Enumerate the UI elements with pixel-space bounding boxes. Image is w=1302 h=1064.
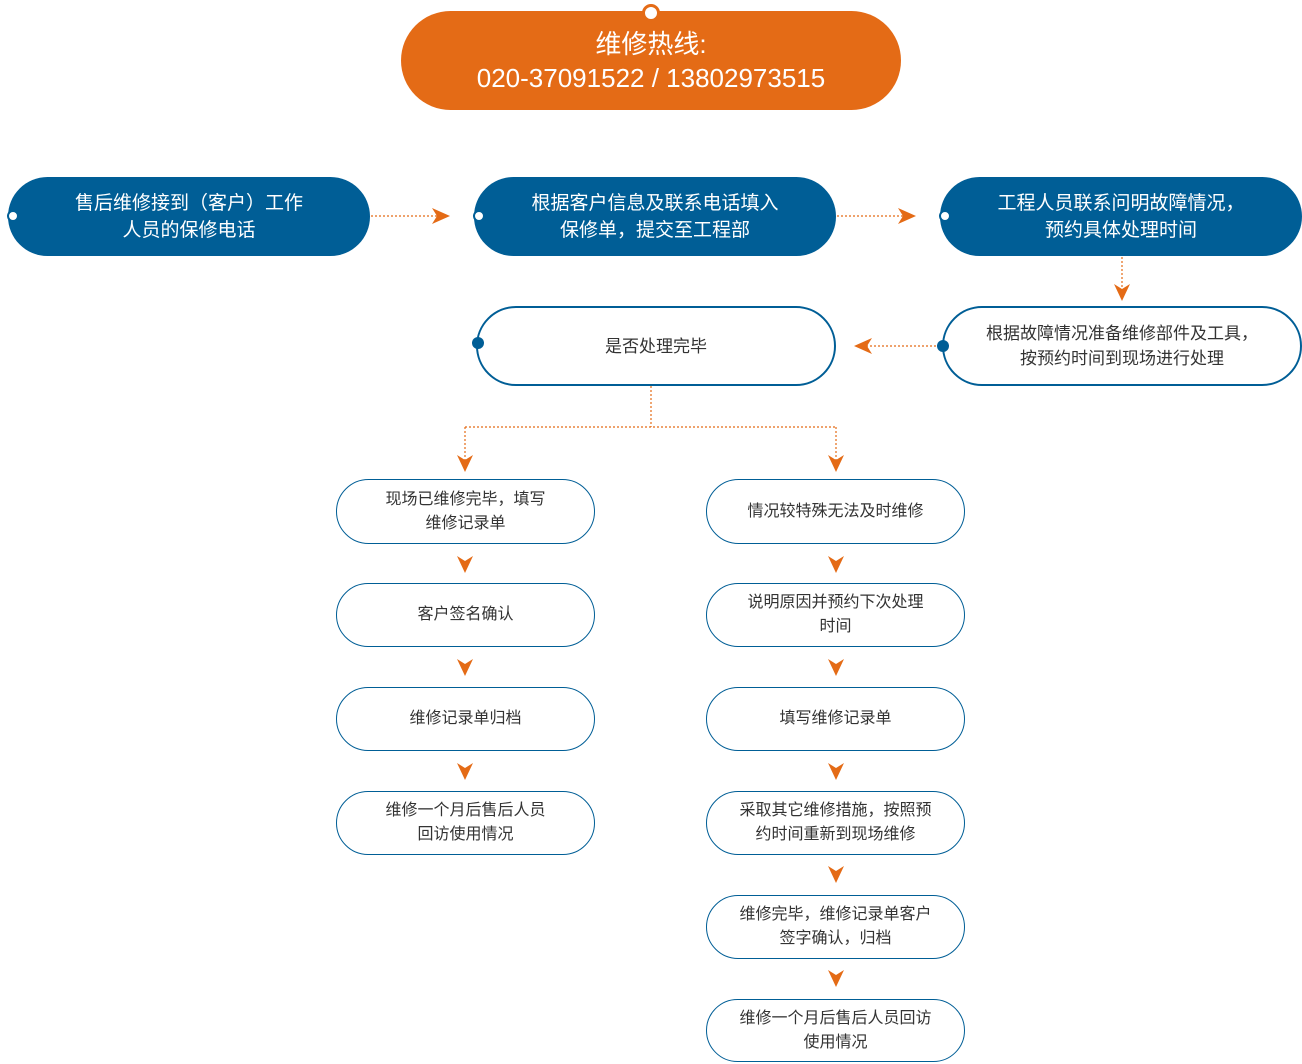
left-step-4: 维修一个月后售后人员 回访使用情况 — [336, 791, 595, 855]
right-step-3: 填写维修记录单 — [706, 687, 965, 751]
arrow-down-icon — [828, 455, 844, 472]
left-step-1-label: 现场已维修完毕，填写 维修记录单 — [385, 490, 546, 532]
connector-dot — [7, 210, 19, 222]
arrow-down-icon — [1114, 284, 1130, 301]
step-prepare-parts: 根据故障情况准备维修部件及工具， 按预约时间到现场进行处理 — [942, 306, 1302, 386]
arrow-right-icon — [432, 208, 450, 224]
left-step-2: 客户签名确认 — [336, 583, 595, 647]
right-step-3-label: 填写维修记录单 — [779, 710, 892, 727]
arrow-left-icon — [854, 338, 872, 354]
arrow-down-icon — [457, 455, 473, 472]
hotline-banner: 维修热线: 020-37091522 / 13802973515 — [401, 11, 901, 110]
right-step-5-label: 维修完毕，维修记录单客户 签字确认，归档 — [739, 906, 932, 947]
step-fill-form-label: 根据客户信息及联系电话填入 保修单，提交至工程部 — [531, 192, 779, 241]
arrow-down-icon — [828, 866, 844, 883]
hotline-numbers: 020-37091522 / 13802973515 — [476, 62, 826, 93]
left-step-4-label: 维修一个月后售后人员 回访使用情况 — [385, 802, 546, 843]
right-step-4: 采取其它维修措施，按照预 约时间重新到现场维修 — [706, 791, 965, 855]
arrow-down-icon — [828, 970, 844, 987]
right-step-6-label: 维修一个月后售后人员回访 使用情况 — [739, 1009, 932, 1051]
arrow-down-icon — [828, 763, 844, 780]
step-decision: 是否处理完毕 — [476, 306, 836, 386]
right-step-2-label: 说明原因并预约下次处理 时间 — [747, 594, 924, 635]
step-fill-form: 根据客户信息及联系电话填入 保修单，提交至工程部 — [474, 177, 836, 256]
hotline-top-dot — [642, 4, 660, 22]
connector-dot — [937, 340, 949, 352]
right-step-5: 维修完毕，维修记录单客户 签字确认，归档 — [706, 895, 965, 959]
arrow-down-icon — [828, 556, 844, 573]
arrowheads — [432, 208, 1130, 987]
right-step-2: 说明原因并预约下次处理 时间 — [706, 583, 965, 647]
left-step-3: 维修记录单归档 — [336, 687, 595, 751]
left-step-1: 现场已维修完毕，填写 维修记录单 — [336, 479, 595, 544]
left-step-3-label: 维修记录单归档 — [409, 710, 522, 727]
connector-dot — [472, 337, 484, 349]
left-step-2-label: 客户签名确认 — [417, 606, 514, 623]
hotline-title: 维修热线: — [595, 28, 707, 59]
step-engineer-contact: 工程人员联系问明故障情况， 预约具体处理时间 — [940, 177, 1302, 256]
right-step-4-label: 采取其它维修措施，按照预 约时间重新到现场维修 — [739, 802, 932, 843]
step-receive-call-label: 售后维修接到（客户）工作 人员的保修电话 — [74, 192, 303, 241]
arrow-down-icon — [457, 556, 473, 573]
arrow-right-icon — [898, 208, 916, 224]
step-engineer-contact-label: 工程人员联系问明故障情况， 预约具体处理时间 — [997, 192, 1245, 241]
arrow-down-icon — [828, 659, 844, 676]
connector-dot — [473, 210, 485, 222]
right-step-6: 维修一个月后售后人员回访 使用情况 — [706, 999, 965, 1062]
arrow-down-icon — [457, 763, 473, 780]
connector-dot — [939, 210, 951, 222]
step-receive-call: 售后维修接到（客户）工作 人员的保修电话 — [8, 177, 370, 256]
right-step-1: 情况较特殊无法及时维修 — [706, 479, 965, 544]
arrow-down-icon — [457, 659, 473, 676]
step-prepare-parts-label: 根据故障情况准备维修部件及工具， 按预约时间到现场进行处理 — [986, 324, 1258, 368]
step-decision-label: 是否处理完毕 — [605, 336, 707, 356]
right-step-1-label: 情况较特殊无法及时维修 — [747, 502, 924, 520]
